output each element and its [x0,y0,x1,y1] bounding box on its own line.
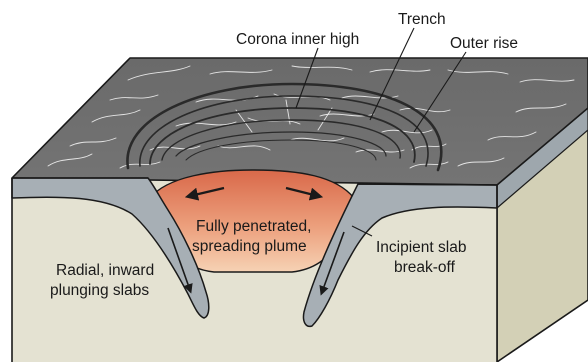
label-trench: Trench [398,11,446,28]
label-plume-line1: Fully penetrated, [196,218,311,235]
label-radial-slabs-line1: Radial, inward [56,262,154,279]
label-slab-breakoff-line2: break-off [394,259,456,276]
label-outer-rise: Outer rise [450,35,518,52]
label-corona-inner-high: Corona inner high [236,31,359,48]
corona-surface [12,58,588,185]
label-slab-breakoff-line1: Incipient slab [376,239,466,256]
label-plume-line2: spreading plume [192,238,307,255]
label-radial-slabs-line2: plunging slabs [50,282,149,299]
